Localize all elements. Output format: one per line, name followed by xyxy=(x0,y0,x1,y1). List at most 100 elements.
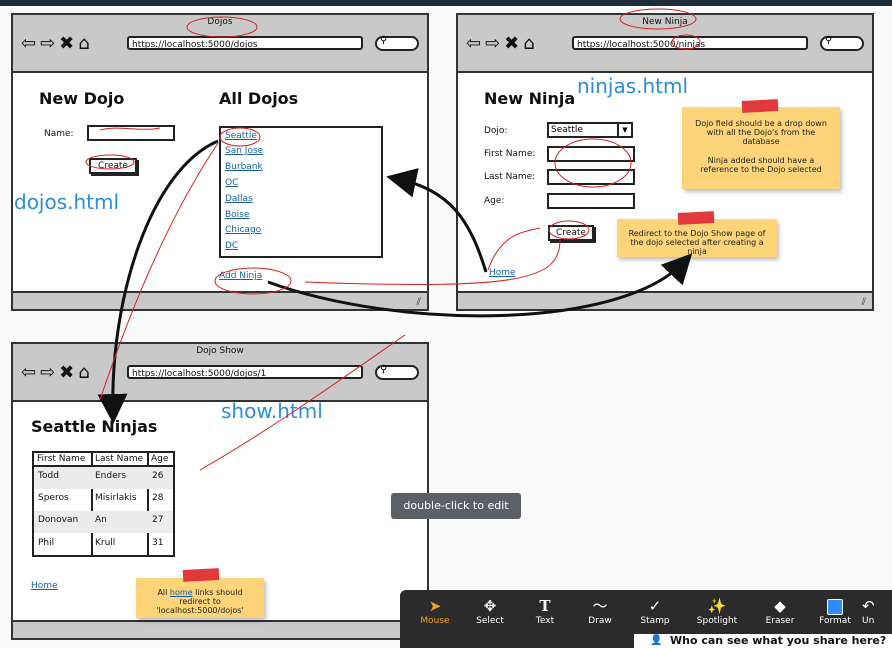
home-link[interactable]: Home xyxy=(489,268,516,278)
last-name-input[interactable] xyxy=(547,169,635,185)
dojo-link[interactable]: OC xyxy=(225,178,239,188)
dojos-html-annotation: dojos.html xyxy=(14,190,120,214)
sticky-note-text: Ninja added should have a reference to t… xyxy=(700,156,822,174)
age-input[interactable] xyxy=(547,193,635,209)
browser-nav-icons: ⇦⇨✖⌂ xyxy=(21,33,94,54)
format-icon xyxy=(808,596,862,616)
sticky-note-text: Redirect to the Dojo Show page of the do… xyxy=(628,229,766,256)
sticky-note-text: Dojo field should be a drop down with al… xyxy=(695,119,827,146)
table-row-shade xyxy=(34,467,173,489)
first-name-input[interactable] xyxy=(547,146,635,162)
tool-spotlight[interactable]: ✨Spotlight xyxy=(690,596,744,626)
search-box[interactable]: ⚲ xyxy=(820,35,864,51)
sticky-note-dropdown[interactable]: Dojo field should be a drop down with al… xyxy=(682,107,840,189)
browser-nav-icons: ⇦⇨✖⌂ xyxy=(21,362,94,383)
table-header xyxy=(34,453,173,467)
table-cell: An xyxy=(95,515,107,525)
dojo-link[interactable]: Dallas xyxy=(225,194,253,204)
ninja-table: First Name Last Name Age Todd Enders 26 … xyxy=(32,451,175,557)
tool-mouse[interactable]: ➤Mouse xyxy=(408,596,462,626)
all-dojos-heading: All Dojos xyxy=(219,89,299,108)
table-cell: Enders xyxy=(95,471,127,481)
dojo-link[interactable]: Chicago xyxy=(225,225,262,235)
search-box[interactable]: ⚲ xyxy=(375,364,419,380)
browser-footer: ⫽ xyxy=(13,620,427,638)
dojo-link[interactable]: DC xyxy=(225,241,239,251)
edit-tooltip: double-click to edit xyxy=(391,493,521,519)
table-cell: Krull xyxy=(95,538,116,548)
column-divider xyxy=(91,453,93,555)
dojo-link[interactable]: San Jose xyxy=(225,146,264,156)
draw-icon: 〜 xyxy=(592,597,608,615)
url-bar[interactable]: https://localhost:5000/ninjas xyxy=(572,36,808,50)
resize-grip-icon: ⫽ xyxy=(416,297,421,308)
cursor-icon: ➤ xyxy=(428,597,442,615)
table-cell: Phil xyxy=(38,538,55,548)
window-title: New Ninja xyxy=(642,17,688,27)
browser-titlebar: Dojo Show ⇦⇨✖⌂ https://localhost:5000/do… xyxy=(13,344,427,402)
share-visibility-banner[interactable]: 👤 Who can see what you share here? xyxy=(634,634,892,648)
table-row-shade xyxy=(34,511,173,533)
table-cell: Misirlakis xyxy=(95,493,137,503)
ninjas-html-annotation: ninjas.html xyxy=(577,74,689,98)
dojo-label: Dojo: xyxy=(484,126,508,136)
share-visibility-text: Who can see what you share here? xyxy=(670,634,887,647)
dojos-window: Dojos ⇦⇨✖⌂ https://localhost:5000/dojos … xyxy=(11,13,429,311)
add-ninja-link[interactable]: Add Ninja xyxy=(219,271,263,281)
table-header-cell: Last Name xyxy=(95,454,144,464)
first-name-label: First Name: xyxy=(484,149,536,159)
search-box[interactable]: ⚲ xyxy=(375,35,419,51)
move-icon: ✥ xyxy=(483,597,497,615)
show-html-annotation: show.html xyxy=(221,399,323,423)
sticky-note-text: All xyxy=(157,588,168,597)
eraser-icon: ◆ xyxy=(774,597,786,615)
sticky-note-redirect[interactable]: Redirect to the Dojo Show page of the do… xyxy=(617,219,777,257)
text-icon: T xyxy=(539,597,551,615)
search-icon: ⚲ xyxy=(380,35,388,46)
sticky-note-text: links should redirect to 'localhost:5000… xyxy=(156,588,244,615)
dojo-select-value: Seattle xyxy=(551,125,583,135)
table-cell: 26 xyxy=(152,471,164,481)
window-title: Dojos xyxy=(207,17,233,27)
sticky-note-link: home xyxy=(169,588,193,597)
browser-footer: ⫽ xyxy=(13,291,427,309)
tool-format[interactable]: Format xyxy=(808,596,862,626)
tool-select[interactable]: ✥Select xyxy=(463,596,517,626)
dojo-list: Seattle San Jose Burbank OC Dallas Boise… xyxy=(219,126,383,258)
last-name-label: Last Name: xyxy=(484,172,536,182)
url-bar[interactable]: https://localhost:5000/dojos xyxy=(127,36,363,50)
create-dojo-button[interactable]: Create xyxy=(89,158,137,174)
dojo-name-input[interactable] xyxy=(87,125,175,141)
search-icon: ⚲ xyxy=(380,364,388,375)
spotlight-icon: ✨ xyxy=(707,597,727,615)
home-link[interactable]: Home xyxy=(31,581,58,591)
table-cell: Speros xyxy=(38,493,69,503)
column-divider xyxy=(147,453,149,555)
table-cell: Donovan xyxy=(38,515,79,525)
tool-undo[interactable]: ↶Un xyxy=(862,596,892,626)
url-bar[interactable]: https://localhost:5000/dojos/1 xyxy=(127,365,363,379)
dojo-select[interactable]: Seattle ▼ xyxy=(547,122,633,138)
table-cell: 31 xyxy=(152,538,164,548)
tool-stamp[interactable]: ✓Stamp xyxy=(628,596,682,626)
dojo-link[interactable]: Seattle xyxy=(225,131,257,141)
resize-grip-icon: ⫽ xyxy=(861,297,866,308)
table-cell: 28 xyxy=(152,493,164,503)
new-dojo-heading: New Dojo xyxy=(39,89,125,108)
chevron-down-icon: ▼ xyxy=(617,124,631,136)
dojo-link[interactable]: Boise xyxy=(225,210,250,220)
undo-icon: ↶ xyxy=(862,597,875,615)
tape-decoration xyxy=(182,568,220,582)
tool-eraser[interactable]: ◆Eraser xyxy=(753,596,807,626)
people-icon: 👤 xyxy=(650,635,663,646)
new-ninja-heading: New Ninja xyxy=(484,89,576,108)
table-header-cell: Age xyxy=(151,454,169,464)
table-cell: 27 xyxy=(152,515,164,525)
tool-draw[interactable]: 〜Draw xyxy=(573,596,627,626)
create-ninja-button[interactable]: Create xyxy=(548,225,594,241)
top-edge-bar xyxy=(0,0,892,6)
dojo-link[interactable]: Burbank xyxy=(225,162,263,172)
sticky-note-home-links[interactable]: All home links should redirect to 'local… xyxy=(136,578,264,618)
browser-nav-icons: ⇦⇨✖⌂ xyxy=(466,33,539,54)
